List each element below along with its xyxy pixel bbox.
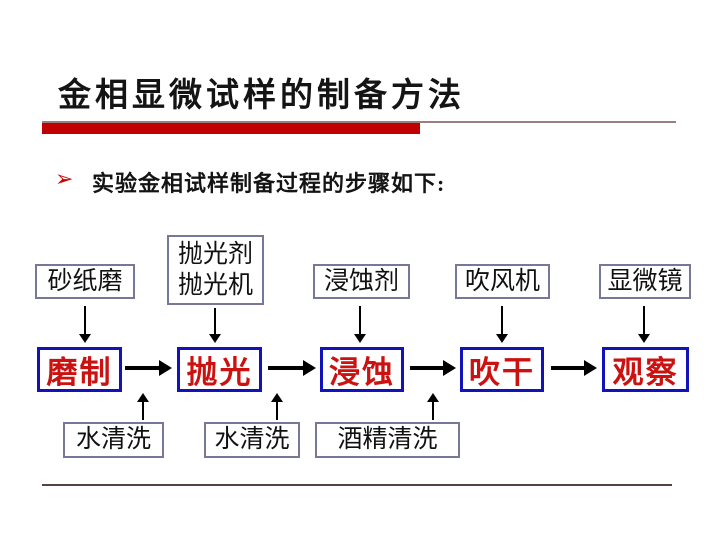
input-box-sandpaper: 砂纸磨 [35,264,135,299]
arrow-up-icon [426,393,440,420]
step-box-grinding: 磨制 [37,347,122,392]
title-underline-bar [42,123,420,134]
step-box-polishing: 抛光 [177,347,262,392]
step-box-observe: 观察 [602,347,689,392]
cleaning-box-alcohol: 酒精清洗 [315,422,460,458]
arrow-right-icon [410,360,456,376]
input-box-hair-dryer: 吹风机 [455,264,550,299]
arrow-down-icon [208,308,222,343]
step-box-blow-dry: 吹干 [460,347,544,392]
title-underline-thin [42,121,676,123]
footer-rule [42,484,672,486]
arrow-up-icon [270,393,284,420]
arrow-down-icon [353,306,367,343]
arrow-right-icon [551,360,597,376]
bullet-arrow-icon: ➢ [55,166,74,191]
step-box-etching: 浸蚀 [320,347,404,392]
arrow-down-icon [637,306,651,343]
cleaning-box-water-1: 水清洗 [63,422,164,458]
arrow-up-icon [136,393,150,420]
input-box-polishing-agent-machine: 抛光剂 抛光机 [167,235,264,305]
arrow-down-icon [495,306,509,343]
page-title: 金相显微试样的制备方法 [58,78,465,114]
input-box-microscope: 显微镜 [599,264,691,299]
bullet-text: 实验金相试样制备过程的步骤如下: [92,171,446,196]
input-box-etchant: 浸蚀剂 [313,264,410,299]
cleaning-box-water-2: 水清洗 [204,422,300,458]
arrow-right-icon [125,360,172,376]
arrow-down-icon [78,306,92,343]
arrow-right-icon [268,360,316,376]
